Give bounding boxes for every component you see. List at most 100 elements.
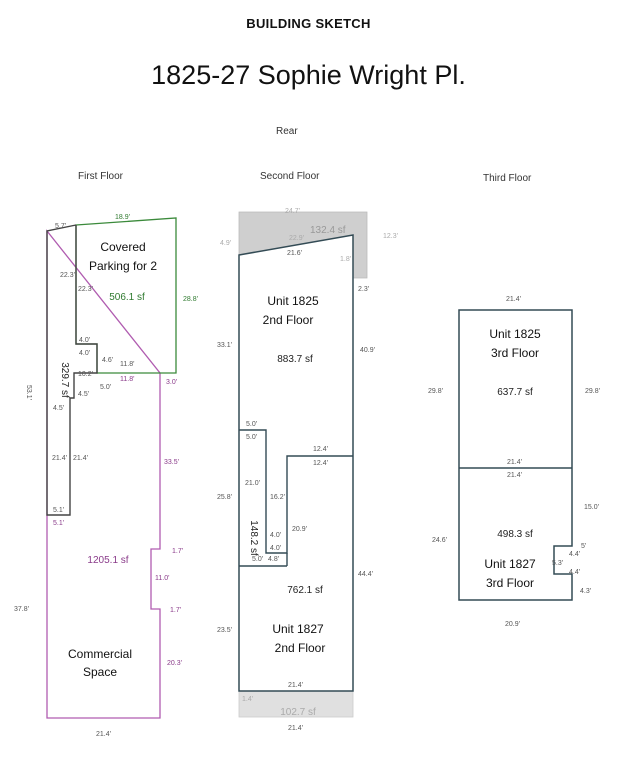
dim: 5.0': [246, 421, 257, 428]
dim: 21.4': [52, 455, 67, 462]
dim: 20.9': [292, 526, 307, 533]
dim: 5.0': [252, 556, 263, 563]
dim: 20.3': [167, 660, 182, 667]
dim: 4.0': [270, 545, 281, 552]
second-floor-plan: 24.7' 132.4 sf 4.9' 12.3' 1.8' 22.9' 21.…: [217, 208, 398, 732]
dim: 33.5': [164, 459, 179, 466]
unit-1825-3rd-label-line2: 3rd Floor: [491, 346, 539, 360]
dim: 16.2': [270, 494, 285, 501]
dim: 25.8': [217, 494, 232, 501]
unit-1825-3rd-area: 637.7 sf: [497, 387, 533, 398]
first-floor-walls: [46, 224, 98, 516]
unit-1827-2nd-label-line1: Unit 1827: [272, 622, 324, 636]
dim: 33.1': [217, 342, 232, 349]
dim: 11.8': [120, 376, 134, 383]
dim: 21.4': [73, 455, 88, 462]
rear-label: Rear: [276, 126, 298, 137]
dim: 18.9': [115, 214, 130, 221]
dim: 11.8': [120, 361, 134, 368]
parking-label-line2: Parking for 2: [89, 259, 157, 273]
unit-1825-2nd-area: 883.7 sf: [277, 354, 313, 365]
dim: 21.4': [288, 682, 303, 689]
front-balcony-area: 102.7 sf: [280, 707, 316, 718]
first-floor-plan: Covered Parking for 2 506.1 sf 329.7 sf …: [14, 214, 198, 738]
commercial-space-outline: [46, 229, 161, 719]
dim: 1.8': [340, 256, 351, 263]
rear-balcony-area: 132.4 sf: [310, 225, 346, 236]
dim: 4.5': [53, 405, 64, 412]
unit-1825-3rd-label-line1: Unit 1825: [489, 327, 541, 341]
dim: 21.4': [507, 472, 522, 479]
dim: 21.4': [288, 725, 303, 732]
dim: 24.6': [432, 537, 447, 544]
dim: 37.8': [14, 606, 29, 613]
dim: 4.4': [569, 569, 580, 576]
dim: 5.1': [53, 520, 64, 527]
dim: 4.8': [268, 556, 279, 563]
front-balcony: [238, 690, 354, 718]
dim: 5.1': [53, 507, 64, 514]
dim: 4.5': [78, 391, 89, 398]
dim: 53.1': [25, 385, 32, 400]
dim: 5.3': [552, 560, 563, 567]
first-floor-label: First Floor: [78, 171, 123, 182]
dim: 15.0': [584, 504, 599, 511]
second-floor-outline: [238, 234, 354, 692]
dim: 23.5': [217, 627, 232, 634]
dim: 11.0': [155, 575, 169, 582]
dim: 4.4': [569, 551, 580, 558]
dim: 29.8': [585, 388, 600, 395]
dim: 44.4': [358, 571, 373, 578]
dim: 5.0': [246, 434, 257, 441]
commercial-label-line1: Commercial: [68, 647, 132, 661]
dim: 21.4': [96, 731, 111, 738]
dim: 10.2': [78, 371, 93, 378]
unit-1827-3rd-label-line2: 3rd Floor: [486, 576, 534, 590]
dim: 4.0': [270, 532, 281, 539]
dim: 2.3': [358, 286, 369, 293]
second-strip-area: 148.2 sf: [248, 520, 259, 556]
unit-1825-2nd-label-line1: Unit 1825: [267, 294, 319, 308]
dim: 29.8': [428, 388, 443, 395]
dim: 4.9': [220, 240, 231, 247]
unit-1825-2nd-label-line2: 2nd Floor: [263, 313, 314, 327]
dim: 5.7': [55, 223, 66, 230]
dim: 5.0': [100, 384, 111, 391]
dim: 21.4': [507, 459, 522, 466]
dim: 20.9': [505, 621, 520, 628]
dim: 21.6': [287, 250, 302, 257]
third-floor-label: Third Floor: [483, 173, 532, 184]
dim: 22.3': [60, 272, 75, 279]
dim: 4.3': [580, 588, 591, 595]
dim: 4.0': [79, 337, 90, 344]
dim: 22.9': [289, 235, 304, 242]
commercial-label-line2: Space: [83, 665, 117, 679]
dim: 3.0': [166, 379, 177, 386]
dim: 12.4': [313, 460, 328, 467]
unit-1827-2nd-area: 762.1 sf: [287, 585, 323, 596]
commercial-area: 1205.1 sf: [87, 555, 128, 566]
second-floor-interior-walls: [239, 429, 353, 554]
dim: 21.4': [506, 296, 521, 303]
dim: 1.7': [172, 548, 183, 555]
first-strip-area: 329.7 sf: [59, 362, 70, 398]
dim: 1.4': [242, 696, 253, 703]
dim: 4.0': [79, 350, 90, 357]
parking-area: 506.1 sf: [109, 292, 145, 303]
dim: 1.7': [170, 607, 181, 614]
dim: 40.9': [360, 347, 375, 354]
dim: 21.0': [245, 480, 260, 487]
dim: 12.4': [313, 446, 328, 453]
dim: 5': [581, 543, 586, 550]
unit-1827-3rd-label-line1: Unit 1827: [484, 557, 536, 571]
unit-1827-2nd-label-line2: 2nd Floor: [275, 641, 326, 655]
second-floor-label: Second Floor: [260, 171, 320, 182]
dim: 24.7': [285, 208, 300, 215]
dim: 28.8': [183, 296, 198, 303]
third-floor-outline: [458, 309, 573, 601]
dim: 22.3': [78, 286, 93, 293]
dim: 4.6': [102, 357, 113, 364]
third-floor-plan: 21.4' Unit 1825 3rd Floor 637.7 sf 29.8'…: [428, 296, 600, 628]
property-address: 1825-27 Sophie Wright Pl.: [151, 60, 466, 90]
